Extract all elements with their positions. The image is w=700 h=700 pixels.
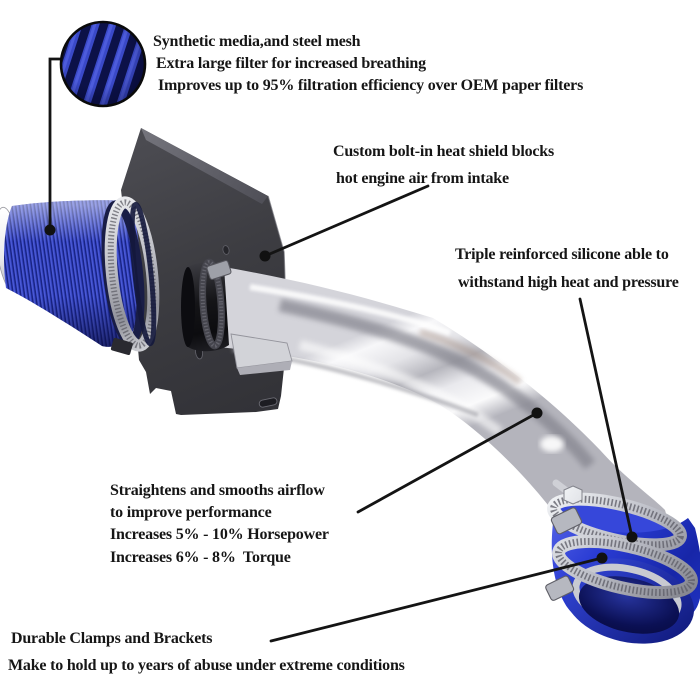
callout-silicone (578, 297, 634, 539)
rubber-coupler (181, 258, 232, 352)
annotation-line: Custom bolt-in heat shield blocks (333, 143, 554, 160)
annotation-line: Increases 6% - 8% Torque (110, 548, 291, 566)
silicone-coupler (545, 479, 700, 644)
air-filter (0, 196, 160, 356)
callout-heat-shield (263, 184, 430, 258)
annotation-line: Triple reinforced silicone able to (455, 246, 669, 263)
annotation-line: hot engine air from intake (336, 170, 509, 187)
annotation-airflow: Straightens and smooths airflow to impro… (110, 480, 329, 569)
annotation-clamps: Durable Clamps and Brackets Make to hold… (8, 625, 405, 679)
mesh-detail-circle (59, 20, 147, 108)
callout-filter-media (48, 57, 64, 230)
callout-clamps (269, 556, 604, 643)
shield-hole (222, 245, 230, 255)
annotation-line: Make to hold up to years of abuse under … (8, 657, 405, 674)
callout-lines (48, 57, 634, 643)
annotation-line: Durable Clamps and Brackets (11, 630, 213, 647)
callout-airflow (356, 411, 539, 514)
annotation-line: Straightens and smooths airflow (110, 482, 325, 499)
annotation-line: Synthetic media,and steel mesh (153, 33, 361, 50)
lower-clamp-screw (545, 575, 575, 601)
upper-clamp-screw (550, 507, 583, 535)
callout-dots (44, 224, 638, 564)
intake-pipe (218, 266, 670, 548)
vacuum-nipple (552, 479, 583, 505)
shield-tab-slot (258, 397, 278, 408)
annotation-silicone: Triple reinforced silicone able to withs… (455, 241, 679, 296)
annotation-line: Improves up to 95% filtration efficiency… (158, 77, 584, 95)
annotation-line: Increases 5% - 10% Horsepower (110, 526, 329, 544)
annotation-line: withstand high heat and pressure (458, 273, 679, 291)
annotation-heat-shield: Custom bolt-in heat shield blocks hot en… (333, 138, 554, 192)
annotation-line: Extra large filter for increased breathi… (156, 55, 426, 73)
annotation-filter-media: Synthetic media,and steel mesh Extra lar… (153, 31, 583, 98)
annotation-line: to improve performance (110, 504, 272, 522)
coupler-clamp-screw (206, 260, 232, 280)
